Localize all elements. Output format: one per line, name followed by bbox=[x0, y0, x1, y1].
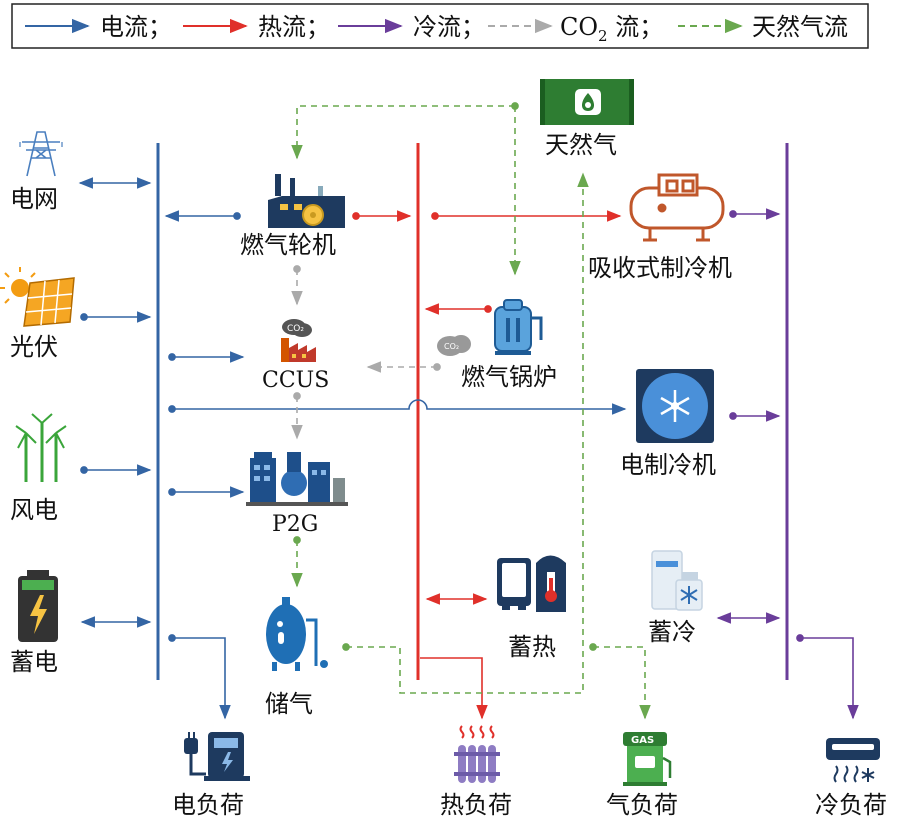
absorption-chiller-label: 吸收式制冷机 bbox=[588, 254, 732, 282]
heat-load-node: 热负荷 bbox=[440, 725, 512, 819]
heat-load-label: 热负荷 bbox=[440, 791, 512, 819]
ccus-node: CO₂ CCUS bbox=[262, 319, 329, 393]
gas-pipe-icon bbox=[540, 79, 634, 125]
cold-load-node: 冷负荷 bbox=[815, 738, 887, 819]
electric-chiller-label: 电制冷机 bbox=[620, 451, 716, 479]
gas-turbine-node: 燃气轮机 bbox=[240, 174, 345, 259]
co2-flows bbox=[291, 265, 441, 440]
transmission-tower-icon bbox=[19, 131, 63, 177]
p2g-node: P2G bbox=[246, 452, 348, 537]
bus-to-electric-load-arrow bbox=[168, 634, 231, 720]
cold-storage-node: 蓄冷 bbox=[648, 550, 703, 646]
gas-storage-tank-icon bbox=[266, 597, 328, 671]
ccus-label: CCUS bbox=[262, 368, 329, 393]
solar-panel-icon bbox=[0, 267, 75, 327]
battery-label: 蓄电 bbox=[10, 648, 58, 676]
legend-co2-label: CO2 流； bbox=[560, 13, 663, 45]
cold-storage-label: 蓄冷 bbox=[648, 618, 696, 646]
bus-to-electric-chiller-arrow bbox=[168, 399, 627, 415]
grid-node: 电网 bbox=[10, 131, 63, 213]
legend-heat-label: 热流； bbox=[258, 13, 330, 41]
wind-node: 风电 bbox=[10, 413, 67, 524]
wind-turbine-icon bbox=[15, 413, 67, 482]
gas-turbine-icon bbox=[268, 174, 345, 228]
p2g-label: P2G bbox=[272, 512, 318, 537]
ev-charger-icon bbox=[184, 732, 250, 781]
gas-boiler-node: CO₂ 燃气锅炉 bbox=[437, 299, 557, 391]
gas-boiler-label: 燃气锅炉 bbox=[461, 363, 557, 391]
co2-cloud-icon: CO₂ bbox=[437, 335, 471, 356]
legend-gas-label: 天然气流 bbox=[752, 13, 848, 41]
heat-bus-to-heat-load-arrow bbox=[420, 657, 488, 720]
radiator-icon bbox=[454, 725, 500, 783]
absorption-chiller-icon bbox=[629, 173, 725, 242]
gas-storage-label: 储气 bbox=[265, 690, 313, 718]
battery-node: 蓄电 bbox=[10, 570, 58, 676]
grid-label: 电网 bbox=[10, 185, 58, 213]
legend-electric-label: 电流； bbox=[100, 13, 172, 41]
boiler-icon bbox=[494, 299, 543, 355]
air-conditioner-icon bbox=[826, 738, 880, 783]
electric-chiller-node: 电制冷机 bbox=[620, 369, 716, 479]
pv-label: 光伏 bbox=[10, 333, 58, 361]
electric-load-label: 电负荷 bbox=[172, 791, 244, 819]
gas-station-icon: GAS bbox=[623, 732, 672, 786]
gas-station-badge: GAS bbox=[631, 735, 654, 746]
co2-cloud-text: CO₂ bbox=[444, 342, 459, 351]
wind-label: 风电 bbox=[10, 496, 58, 524]
legend: 电流； 热流； 冷流； CO2 流； 天然气流 bbox=[11, 3, 869, 49]
electric-load-node: 电负荷 bbox=[172, 732, 250, 819]
ccus-factory-icon: CO₂ bbox=[281, 319, 316, 362]
natural-gas-node: 天然气 bbox=[540, 79, 634, 159]
gas-network-to-gas-load-arrow bbox=[589, 643, 651, 720]
natural-gas-label: 天然气 bbox=[545, 131, 617, 159]
gas-load-node: GAS 气负荷 bbox=[606, 732, 678, 819]
gas-flows bbox=[291, 102, 651, 720]
pv-node: 光伏 bbox=[0, 267, 75, 361]
natural-gas-to-turbine-arrow bbox=[291, 102, 519, 160]
heat-storage-label: 蓄热 bbox=[508, 633, 556, 661]
gas-load-label: 气负荷 bbox=[606, 791, 678, 819]
legend-cold-label: 冷流； bbox=[413, 13, 485, 41]
heat-storage-node: 蓄热 bbox=[497, 555, 566, 661]
gas-storage-node: 储气 bbox=[265, 597, 328, 718]
absorption-chiller-node: 吸收式制冷机 bbox=[588, 173, 732, 282]
gas-storage-to-natural-gas-arrow bbox=[342, 172, 589, 694]
gas-turbine-label: 燃气轮机 bbox=[240, 231, 336, 259]
battery-icon bbox=[18, 570, 58, 642]
co2-badge-text: CO₂ bbox=[287, 324, 304, 334]
heat-storage-icon bbox=[497, 555, 566, 612]
cold-bus-to-cold-load-arrow bbox=[796, 634, 859, 720]
cold-flows bbox=[716, 208, 859, 720]
cold-storage-icon bbox=[651, 550, 703, 611]
cold-load-label: 冷负荷 bbox=[815, 791, 887, 819]
heat-flows bbox=[352, 210, 622, 720]
electric-chiller-icon bbox=[636, 369, 714, 443]
p2g-plant-icon bbox=[246, 452, 348, 506]
